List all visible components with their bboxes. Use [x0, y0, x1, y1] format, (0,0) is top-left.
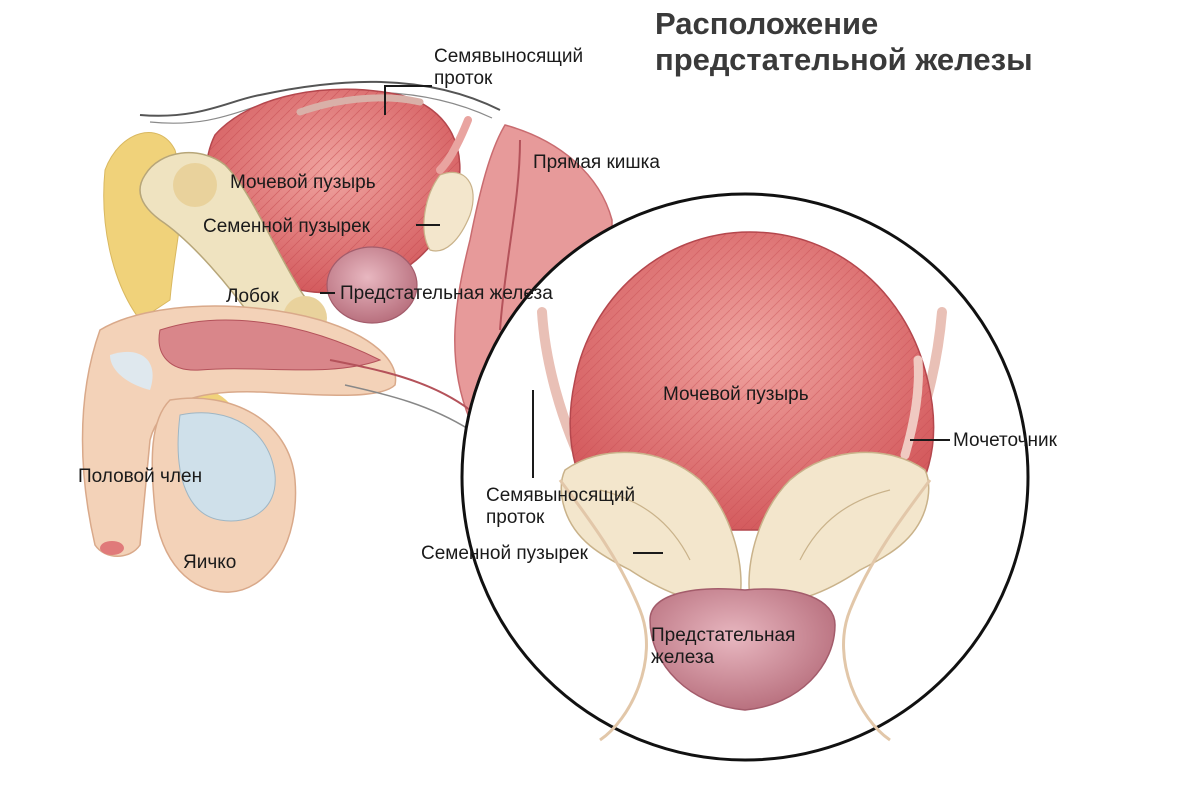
label-bladder-side: Мочевой пузырь [230, 172, 376, 193]
label-testis: Яичко [183, 552, 237, 573]
label-pubis: Лобок [226, 286, 279, 307]
page-title: Расположение предстательной железы [655, 6, 1033, 78]
prostate-shape-side [326, 246, 418, 324]
label-vas-deferens-posterior: Семявыносящий проток [486, 485, 636, 528]
title-line-2: предстательной железы [655, 42, 1033, 77]
label-prostate-posterior: Предстательная железа [651, 625, 796, 668]
label-seminal-vesicle-side: Семенной пузырек [203, 216, 370, 237]
seminal-vesicle-side [423, 171, 474, 252]
label-vas-deferens-side: Семявыносящий проток [434, 46, 584, 89]
label-penis: Половой член [78, 466, 203, 487]
label-prostate-side: Предстательная железа [340, 283, 553, 304]
prostate-shape-posterior [649, 588, 836, 711]
label-seminal-vesicle-posterior: Семенной пузырек [421, 543, 588, 564]
posterior-view-circle [460, 192, 1030, 762]
label-rectum: Прямая кишка [533, 152, 660, 173]
title-line-1: Расположение [655, 6, 879, 41]
label-ureter: Мочеточник [953, 430, 1057, 451]
label-bladder-posterior: Мочевой пузырь [663, 384, 809, 405]
